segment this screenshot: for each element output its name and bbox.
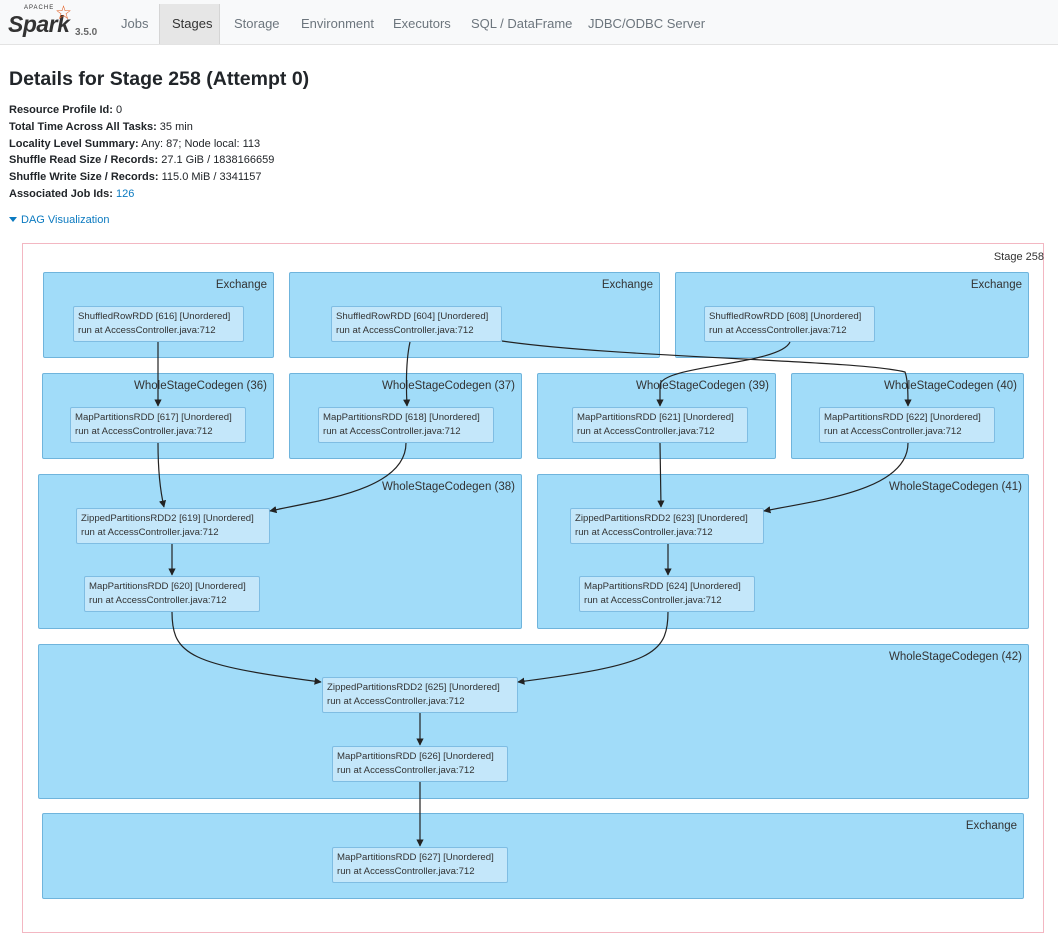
rdd-name: MapPartitionsRDD [621] [Unordered] <box>577 412 734 423</box>
rdd-node-618[interactable]: MapPartitionsRDD [618] [Unordered] run at… <box>318 407 494 443</box>
summary-label: Associated Job Ids: <box>9 187 113 200</box>
dag-toggle-label: DAG Visualization <box>21 214 110 226</box>
job-id-link[interactable]: 126 <box>115 187 135 200</box>
cluster-label: WholeStageCodegen (42) <box>889 651 1022 663</box>
rdd-callsite: run at AccessController.java:712 <box>337 866 475 877</box>
rdd-callsite: run at AccessController.java:712 <box>709 325 847 336</box>
rdd-name: ZippedPartitionsRDD2 [625] [Unordered] <box>327 682 500 693</box>
rdd-callsite: run at AccessController.java:712 <box>337 765 475 776</box>
summary-row: Locality Level Summary: Any: 87; Node lo… <box>9 136 274 153</box>
rdd-name: MapPartitionsRDD [618] [Unordered] <box>323 412 480 423</box>
apache-text: APACHE <box>24 5 55 11</box>
rdd-node-608[interactable]: ShuffledRowRDD [608] [Unordered] run at A… <box>704 306 875 342</box>
rdd-callsite: run at AccessController.java:712 <box>336 325 474 336</box>
rdd-name: ShuffledRowRDD [608] [Unordered] <box>709 311 862 322</box>
summary-label: Resource Profile Id: <box>9 104 113 116</box>
tab-jdbc-odbc-server[interactable]: JDBC/ODBC Server <box>588 16 706 31</box>
rdd-callsite: run at AccessController.java:712 <box>78 325 216 336</box>
rdd-node-620[interactable]: MapPartitionsRDD [620] [Unordered] run at… <box>84 576 260 612</box>
rdd-node-616[interactable]: ShuffledRowRDD [616] [Unordered] run at A… <box>73 306 244 342</box>
tab-storage[interactable]: Storage <box>234 16 280 31</box>
tab-environment[interactable]: Environment <box>301 16 374 31</box>
cluster-label: WholeStageCodegen (38) <box>382 481 515 493</box>
cluster-label: Exchange <box>965 820 1017 832</box>
dag-visualization-toggle[interactable]: DAG Visualization <box>9 214 109 226</box>
summary-label: Shuffle Read Size / Records: <box>9 154 159 167</box>
rdd-node-619[interactable]: ZippedPartitionsRDD2 [619] [Unordered] ru… <box>76 508 270 544</box>
cluster-label: Exchange <box>601 279 653 291</box>
rdd-name: MapPartitionsRDD [620] [Unordered] <box>89 581 246 592</box>
summary-label: Locality Level Summary: <box>9 137 139 150</box>
top-navbar: APACHE Spark ☆ 3.5.0 Jobs Stages Storage… <box>0 0 1058 45</box>
rdd-node-623[interactable]: ZippedPartitionsRDD2 [623] [Unordered] ru… <box>570 508 764 544</box>
summary-row: Shuffle Read Size / Records: 27.1 GiB / … <box>9 152 274 169</box>
rdd-node-627[interactable]: MapPartitionsRDD [627] [Unordered] run at… <box>332 847 508 883</box>
summary-value: 115.0 MiB / 3341157 <box>161 171 262 184</box>
summary-row: Resource Profile Id: 0 <box>9 102 274 119</box>
rdd-name: MapPartitionsRDD [626] [Unordered] <box>337 751 494 762</box>
rdd-node-625[interactable]: ZippedPartitionsRDD2 [625] [Unordered] ru… <box>322 677 518 713</box>
spark-version: 3.5.0 <box>75 27 98 38</box>
cluster-wholestagecodegen-42[interactable]: WholeStageCodegen (42) <box>38 644 1029 799</box>
rdd-node-604[interactable]: ShuffledRowRDD [604] [Unordered] run at A… <box>331 306 502 342</box>
rdd-callsite: run at AccessController.java:712 <box>81 527 219 538</box>
rdd-callsite: run at AccessController.java:712 <box>577 426 715 437</box>
cluster-label: Exchange <box>215 279 267 291</box>
cluster-label: Exchange <box>970 279 1022 291</box>
summary-value: 35 min <box>159 120 193 133</box>
rdd-name: ZippedPartitionsRDD2 [623] [Unordered] <box>575 513 748 524</box>
summary-value: 27.1 GiB / 1838166659 <box>161 154 275 167</box>
rdd-name: MapPartitionsRDD [617] [Unordered] <box>75 412 232 423</box>
rdd-callsite: run at AccessController.java:712 <box>75 426 213 437</box>
tab-executors[interactable]: Executors <box>393 16 451 31</box>
page-title: Details for Stage 258 (Attempt 0) <box>9 68 310 90</box>
rdd-callsite: run at AccessController.java:712 <box>89 595 227 606</box>
cluster-exchange[interactable]: Exchange <box>42 813 1024 899</box>
rdd-name: MapPartitionsRDD [627] [Unordered] <box>337 852 494 863</box>
star-icon: ☆ <box>55 3 73 24</box>
cluster-label: WholeStageCodegen (36) <box>134 380 267 392</box>
summary-value: Any: 87; Node local: 113 <box>141 137 261 150</box>
spark-wordmark: Spark <box>8 11 70 37</box>
summary-value: 0 <box>115 104 123 116</box>
rdd-name: ShuffledRowRDD [616] [Unordered] <box>78 311 231 322</box>
rdd-callsite: run at AccessController.java:712 <box>584 595 722 606</box>
rdd-callsite: run at AccessController.java:712 <box>327 696 465 707</box>
caret-down-icon <box>9 217 17 222</box>
summary-label: Total Time Across All Tasks: <box>9 120 157 133</box>
stage-summary: Resource Profile Id: 0 Total Time Across… <box>9 102 274 203</box>
tab-sql-dataframe[interactable]: SQL / DataFrame <box>471 16 573 31</box>
rdd-node-617[interactable]: MapPartitionsRDD [617] [Unordered] run at… <box>70 407 246 443</box>
rdd-name: ShuffledRowRDD [604] [Unordered] <box>336 311 489 322</box>
summary-row: Associated Job Ids: 126 <box>9 186 274 203</box>
spark-logo[interactable]: APACHE Spark ☆ 3.5.0 <box>8 3 100 40</box>
rdd-node-622[interactable]: MapPartitionsRDD [622] [Unordered] run at… <box>819 407 995 443</box>
rdd-name: ZippedPartitionsRDD2 [619] [Unordered] <box>81 513 254 524</box>
summary-row: Shuffle Write Size / Records: 115.0 MiB … <box>9 169 274 186</box>
cluster-label: WholeStageCodegen (40) <box>884 380 1017 392</box>
rdd-callsite: run at AccessController.java:712 <box>323 426 461 437</box>
stage-label: Stage 258 <box>993 251 1044 263</box>
rdd-name: MapPartitionsRDD [624] [Unordered] <box>584 581 741 592</box>
cluster-label: WholeStageCodegen (37) <box>382 380 515 392</box>
tab-stages[interactable]: Stages <box>159 4 220 44</box>
tab-jobs[interactable]: Jobs <box>121 16 149 31</box>
cluster-label: WholeStageCodegen (41) <box>889 481 1022 493</box>
rdd-node-624[interactable]: MapPartitionsRDD [624] [Unordered] run at… <box>579 576 755 612</box>
rdd-name: MapPartitionsRDD [622] [Unordered] <box>824 412 981 423</box>
summary-label: Shuffle Write Size / Records: <box>9 171 159 184</box>
cluster-label: WholeStageCodegen (39) <box>636 380 769 392</box>
rdd-callsite: run at AccessController.java:712 <box>824 426 962 437</box>
rdd-callsite: run at AccessController.java:712 <box>575 527 713 538</box>
summary-row: Total Time Across All Tasks: 35 min <box>9 119 274 136</box>
rdd-node-621[interactable]: MapPartitionsRDD [621] [Unordered] run at… <box>572 407 748 443</box>
rdd-node-626[interactable]: MapPartitionsRDD [626] [Unordered] run at… <box>332 746 508 782</box>
